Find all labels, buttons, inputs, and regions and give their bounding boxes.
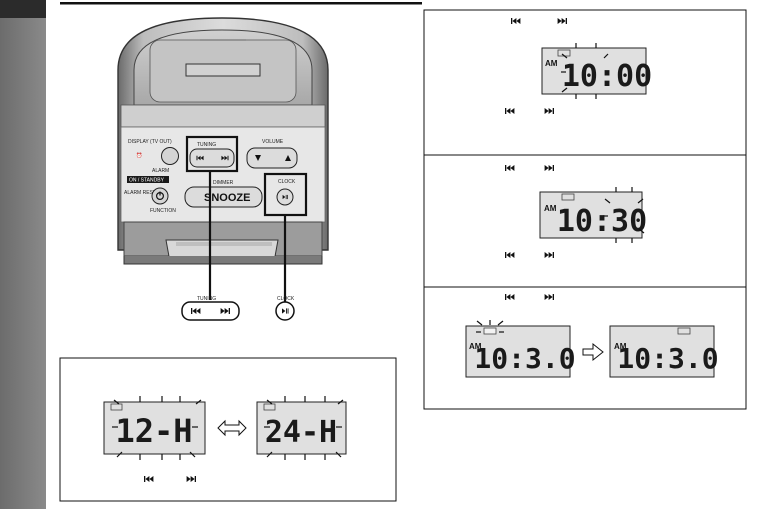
- lcd-hour-time: 10:00: [562, 59, 652, 94]
- lcd-final-am-set: AM: [614, 342, 627, 351]
- on-standby-tag: [127, 176, 169, 183]
- lcd-24h-text: 24-H: [265, 415, 337, 450]
- tuning-highlight: [185, 135, 239, 173]
- on-standby-label: ON / STANDBY: [129, 178, 165, 184]
- dimmer-label: DIMMER: [213, 180, 234, 186]
- power-button[interactable]: [151, 187, 169, 205]
- lcd-final-time-blink: 10:3.0: [474, 342, 575, 375]
- double-arrow-icon: [217, 419, 247, 437]
- right-arrow-icon: [582, 342, 604, 362]
- volume-buttons[interactable]: [246, 147, 298, 169]
- lcd-12h: 12-H: [103, 396, 206, 460]
- tuning-callout-label: TUNING: [197, 296, 216, 302]
- volume-label: VOLUME: [262, 139, 284, 145]
- lcd-hour-setting: AM 10:00: [541, 43, 652, 99]
- volume-up-icon: [285, 155, 291, 161]
- alarm-button[interactable]: [161, 147, 179, 165]
- alarm-reset-label: ALARM RESET: [124, 190, 159, 196]
- tuning-buttons-callout[interactable]: [181, 301, 240, 321]
- side-tab: [0, 0, 46, 509]
- top-rule: [60, 2, 422, 5]
- lcd-12h-text: 12-H: [115, 412, 192, 450]
- device-illustration: DISPLAY (TV OUT) ⏰ ALARM TUNING VOLUME O…: [117, 17, 329, 265]
- lcd-final-blink: AM 10:3.0: [465, 320, 576, 378]
- lcd-minute-setting: AM 10:30: [539, 187, 647, 243]
- tuning-buttons-device[interactable]: [189, 148, 235, 168]
- lcd-final-set: AM 10:3.0: [609, 325, 719, 378]
- clock-label-device: CLOCK: [278, 179, 296, 185]
- lcd-minute-am: AM: [544, 204, 557, 213]
- lcd-minute-time: 10:30: [557, 204, 647, 239]
- snooze-label: SNOOZE: [204, 192, 250, 204]
- snooze-button[interactable]: [184, 186, 263, 208]
- svg-text:⏰: ⏰: [136, 152, 142, 159]
- clock-callout-label: CLOCK: [277, 296, 295, 302]
- tuning-label-device: TUNING: [197, 142, 216, 148]
- function-label: FUNCTION: [150, 208, 176, 214]
- alarm-label: ALARM: [152, 168, 169, 174]
- display-tv-out-label: DISPLAY (TV OUT): [128, 139, 172, 145]
- lcd-final-time-set: 10:3.0: [617, 342, 718, 375]
- lcd-24h: 24-H: [256, 396, 347, 460]
- lcd-hour-am: AM: [545, 59, 558, 68]
- side-tab-header: [0, 0, 46, 18]
- dock-connector: [185, 63, 261, 77]
- volume-down-icon: [255, 155, 261, 161]
- lcd-final-am: AM: [469, 342, 482, 351]
